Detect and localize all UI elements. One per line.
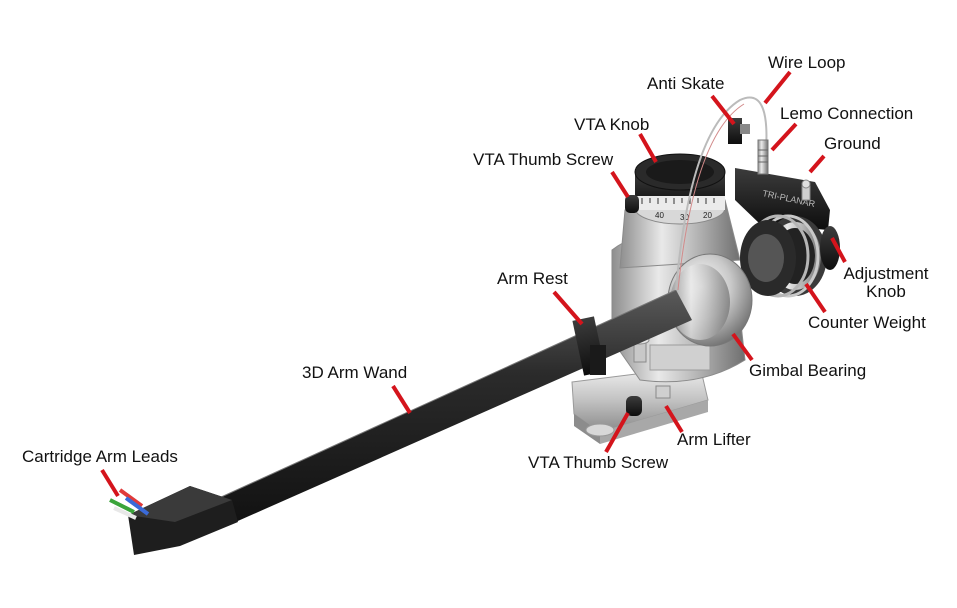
label-anti-skate: Anti Skate xyxy=(647,74,725,93)
label-arm-wand: 3D Arm Wand xyxy=(302,363,408,382)
leader-adjustment-knob xyxy=(830,237,847,263)
label-vta-thumb-screw-top: VTA Thumb Screw xyxy=(473,150,614,169)
leader-wire-loop xyxy=(763,70,792,105)
label-vta-knob: VTA Knob xyxy=(574,115,650,134)
wire-loop xyxy=(675,96,768,291)
label-lemo-connection: Lemo Connection xyxy=(780,104,914,123)
lemo-connection xyxy=(757,139,769,175)
leader-counter-weight xyxy=(804,282,827,314)
dial-number: 40 xyxy=(655,211,664,220)
leader-cartridge-arm-leads xyxy=(100,468,120,498)
label-counter-weight: Counter Weight xyxy=(808,313,926,332)
rear-block: TRI-PLANAR xyxy=(735,168,830,230)
vta-knob: 40 30 20 xyxy=(625,153,726,225)
arm-lifter xyxy=(655,385,671,399)
cartridge-arm-leads xyxy=(109,488,150,520)
label-arm-lifter: Arm Lifter xyxy=(677,430,751,449)
label-adjustment-knob-line2: Knob xyxy=(866,282,906,301)
leader-lines xyxy=(100,70,847,498)
dial-number: 20 xyxy=(703,211,712,220)
counter-weight xyxy=(740,214,840,298)
label-adjustment-knob-line1: Adjustment xyxy=(843,264,929,283)
arm-rest xyxy=(572,316,606,376)
leader-vta-thumb-screw-top xyxy=(610,170,630,199)
leader-vta-knob xyxy=(638,133,658,163)
leader-arm-rest xyxy=(552,290,584,326)
leader-arm-wand xyxy=(391,384,412,415)
leader-gimbal-bearing xyxy=(731,332,754,362)
arm-wand xyxy=(128,289,692,555)
vta-thumb-screw-bottom xyxy=(626,396,642,416)
leader-ground xyxy=(808,154,826,174)
leader-vta-thumb-screw-bottom xyxy=(604,412,630,453)
label-ground: Ground xyxy=(824,134,881,153)
leader-lemo-connection xyxy=(770,122,798,152)
leader-anti-skate xyxy=(710,94,736,126)
label-vta-thumb-screw-bottom: VTA Thumb Screw xyxy=(528,453,669,472)
label-wire-loop: Wire Loop xyxy=(768,53,846,72)
leader-arm-lifter xyxy=(664,404,684,434)
label-arm-rest: Arm Rest xyxy=(497,269,568,288)
label-gimbal-bearing: Gimbal Bearing xyxy=(749,361,867,380)
label-adjustment-knob: Adjustment Knob xyxy=(838,265,934,301)
anti-skate xyxy=(728,118,750,144)
label-cartridge-arm-leads: Cartridge Arm Leads xyxy=(22,447,178,466)
